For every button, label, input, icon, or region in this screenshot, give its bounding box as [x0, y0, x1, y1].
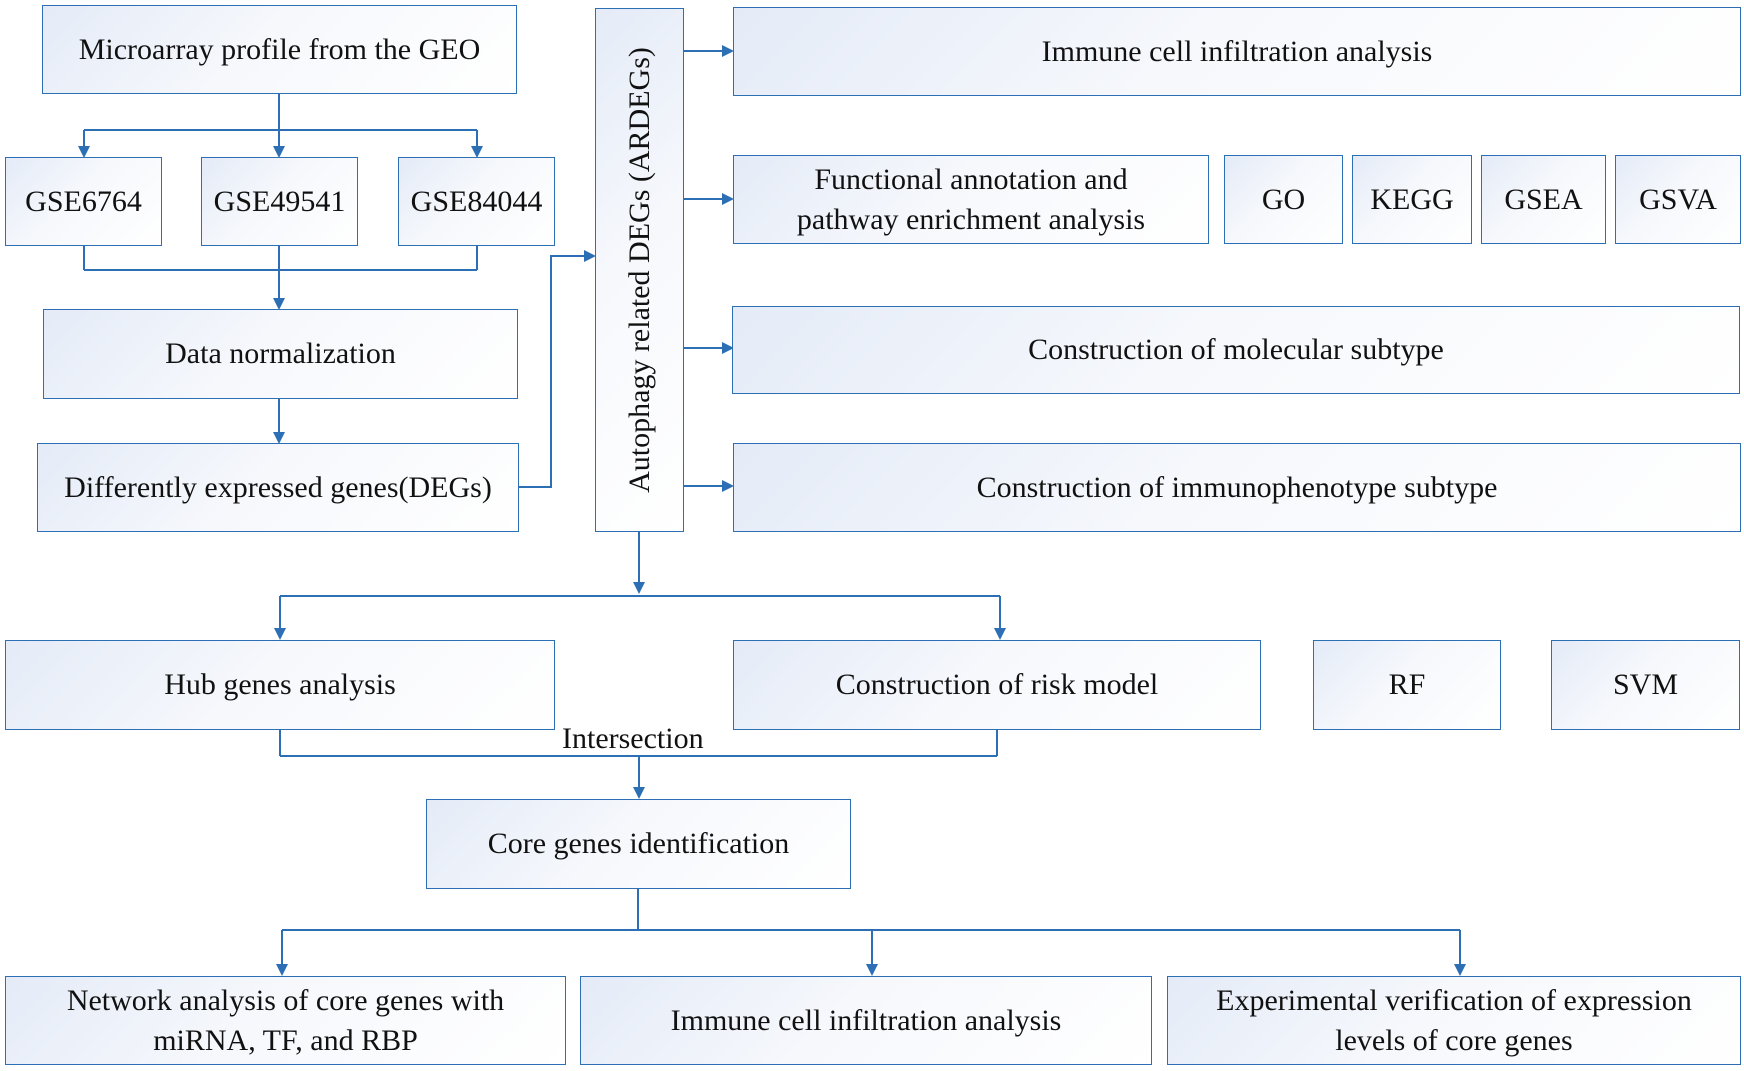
geo-microarray-box: Microarray profile from the GEO [42, 5, 517, 94]
method-box-gsea: GSEA [1481, 155, 1606, 244]
functional-annotation-line1: Functional annotation and [814, 162, 1128, 196]
ardegs-box: Autophagy related DEGs (ARDEGs) [595, 8, 684, 532]
hub-genes-label: Hub genes analysis [164, 668, 396, 701]
method-label-kegg: KEGG [1370, 182, 1454, 216]
network-analysis-text: Network analysis of core genes with miRN… [67, 981, 504, 1061]
ardegs-label: Autophagy related DEGs (ARDEGs) [622, 47, 656, 493]
experimental-verification-text: Experimental verification of expression … [1216, 981, 1692, 1061]
svm-box: SVM [1551, 640, 1740, 730]
method-label-gsva: GSVA [1639, 182, 1717, 216]
method-label-go: GO [1261, 182, 1306, 216]
rf-box: RF [1313, 640, 1501, 730]
degs-box: Differently expressed genes(DEGs) [37, 443, 519, 532]
immunophenotype-subtype-box: Construction of immunophenotype subtype [733, 443, 1741, 532]
bottom-immune-infiltration-box: Immune cell infiltration analysis [580, 976, 1152, 1065]
method-label-gsea: GSEA [1504, 182, 1583, 216]
risk-model-label: Construction of risk model [835, 668, 1159, 701]
core-genes-label: Core genes identification [487, 827, 790, 860]
immunophenotype-subtype-label: Construction of immunophenotype subtype [976, 470, 1498, 504]
network-analysis-box: Network analysis of core genes with miRN… [5, 976, 566, 1065]
method-box-gsva: GSVA [1615, 155, 1741, 244]
data-normalization-box: Data normalization [43, 309, 518, 399]
intersection-label: Intersection [562, 722, 704, 755]
dataset-label-gse49541: GSE49541 [213, 184, 346, 218]
molecular-subtype-box: Construction of molecular subtype [732, 306, 1740, 394]
immune-infiltration-label: Immune cell infiltration analysis [1041, 34, 1433, 68]
functional-annotation-line2: pathway enrichment analysis [796, 202, 1146, 236]
bottom-immune-infiltration-label: Immune cell infiltration analysis [670, 1003, 1062, 1037]
network-analysis-line2: miRNA, TF, and RBP [153, 1023, 418, 1057]
experimental-verification-box: Experimental verification of expression … [1167, 976, 1741, 1065]
risk-model-box: Construction of risk model [733, 640, 1261, 730]
dataset-label-gse6764: GSE6764 [25, 184, 142, 218]
functional-annotation-text: Functional annotation and pathway enrich… [797, 160, 1145, 240]
dataset-label-gse84044: GSE84044 [410, 184, 543, 218]
core-genes-box: Core genes identification [426, 799, 851, 889]
degs-label: Differently expressed genes(DEGs) [64, 470, 492, 504]
experimental-verification-line2: levels of core genes [1335, 1023, 1573, 1057]
method-box-kegg: KEGG [1352, 155, 1472, 244]
functional-annotation-box: Functional annotation and pathway enrich… [733, 155, 1209, 244]
network-analysis-line1: Network analysis of core genes with [66, 983, 505, 1017]
hub-genes-box: Hub genes analysis [5, 640, 555, 730]
dataset-box-gse49541: GSE49541 [201, 157, 358, 246]
dataset-box-gse84044: GSE84044 [398, 157, 555, 246]
svm-label: SVM [1612, 668, 1679, 701]
method-box-go: GO [1224, 155, 1343, 244]
rf-label: RF [1388, 668, 1426, 701]
geo-microarray-label: Microarray profile from the GEO [78, 32, 481, 66]
immune-infiltration-box: Immune cell infiltration analysis [733, 7, 1741, 96]
experimental-verification-line1: Experimental verification of expression [1216, 983, 1692, 1017]
data-normalization-label: Data normalization [165, 337, 396, 370]
molecular-subtype-label: Construction of molecular subtype [1028, 333, 1444, 366]
dataset-box-gse6764: GSE6764 [5, 157, 162, 246]
